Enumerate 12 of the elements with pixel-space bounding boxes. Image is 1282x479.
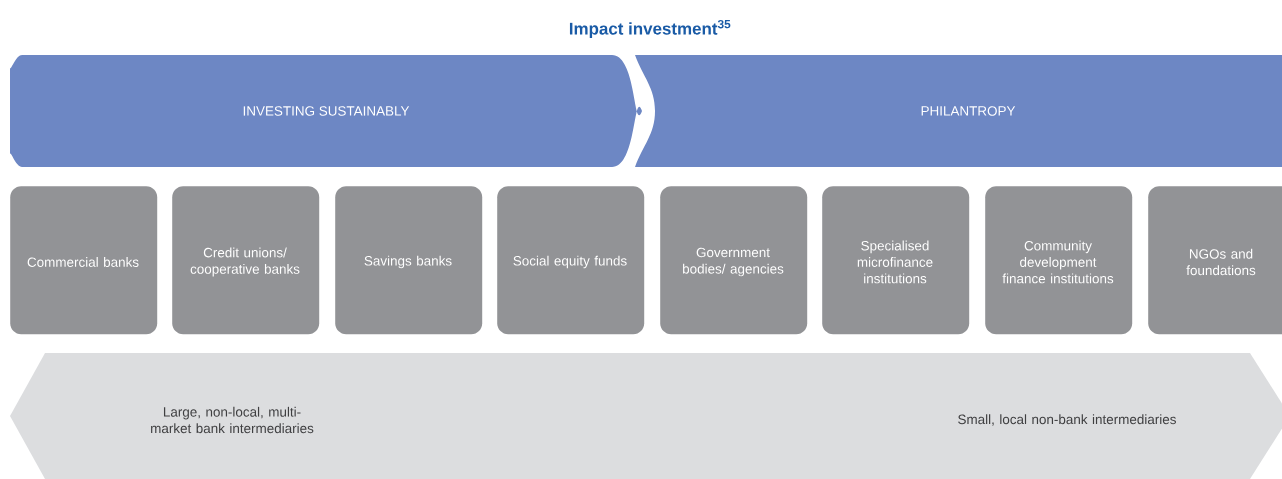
title: Impact investment$^{35}$ [569,19,731,38]
category-box: Commercial banks [10,186,158,335]
category-box: Community development finance institutions [985,186,1133,335]
chevron-band: INVESTING SUSTAINABLY [10,55,642,167]
category-box: Savings banks [335,186,483,335]
category-box: Credit unions/ cooperative banks [172,186,320,335]
category-box: Government bodies/ agencies [660,186,808,335]
double-arrow-band: Large, non-local, multi-market bank intermediaries Small, local non-bank intermediaries [10,353,1282,479]
category-box: NGOs and foundations [1148,186,1282,335]
category-box: Social equity funds [497,186,645,335]
chevron-band: PHILANTROPY [635,55,1282,167]
category-box: Specialised microfinance institutions [822,186,970,335]
